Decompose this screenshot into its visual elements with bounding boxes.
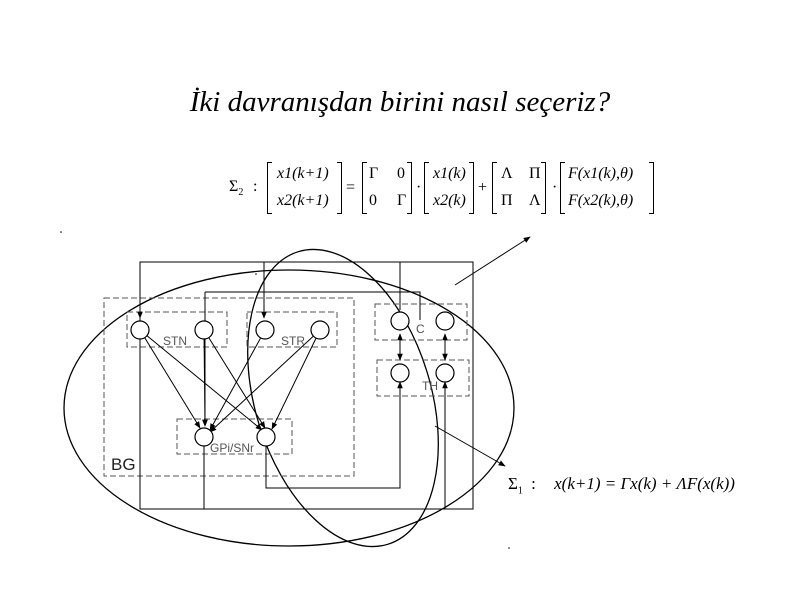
gpi-to-th2 [203, 381, 448, 510]
dot-mark [255, 273, 257, 275]
th-neuron-2 [435, 363, 455, 383]
stn1-to-gpi1 [139, 329, 201, 429]
th-label: TH [422, 379, 438, 393]
gamma-bracket-right [407, 162, 412, 214]
sigma1-colon: : [531, 474, 536, 493]
str-neuron-2 [310, 320, 330, 340]
pointer-to-sigma2 [454, 236, 531, 286]
gpi-to-th1 [265, 381, 403, 489]
lhs-row2: x2(k+1) [277, 192, 329, 209]
str2-to-gpi2 [271, 329, 321, 430]
dot-mark [508, 547, 510, 549]
lhs-bracket-left [267, 162, 272, 214]
equation-sigma1: Σ1 : x(k+1) = Γx(k) + ΛF(x(k)) [508, 474, 735, 496]
str-box [246, 311, 338, 348]
gpi-neuron-1 [194, 427, 214, 447]
stn1-to-gpi2 [139, 329, 263, 431]
gpi-label: GPi/SNr [210, 441, 254, 455]
str2-to-gpi1 [209, 329, 321, 433]
dot-operator-1: · [416, 179, 422, 196]
state-row1: x1(k) [433, 165, 466, 182]
bg-label: BG [111, 455, 136, 474]
gpi-neuron-2 [256, 427, 276, 447]
dot-mark [60, 231, 62, 233]
c-neuron-2 [435, 311, 455, 331]
th-box [376, 359, 470, 397]
f-bracket-right [649, 162, 654, 214]
coupling-r2c1: Π [501, 192, 513, 209]
stn-box [126, 311, 228, 348]
lhs-bracket-right [337, 162, 342, 214]
gamma-r1c2: 0 [397, 165, 405, 182]
state-bracket-left [424, 162, 429, 214]
dot-operator-2: · [552, 179, 558, 196]
equation-sigma2: Σ2 : x1(k+1) x2(k+1) = Γ 0 0 Γ · x1(k) x… [229, 160, 669, 220]
gamma-r1c1: Γ [369, 165, 379, 182]
stn-neuron-2 [194, 320, 214, 340]
bg-box [103, 297, 355, 477]
state-row2: x2(k) [433, 192, 466, 209]
str1-to-gpi1 [209, 329, 266, 431]
slide-title: İki davranışdan birini nasıl seçeriz? [189, 86, 611, 118]
equals-sign: = [346, 179, 356, 196]
c-feedback-wire [205, 291, 421, 320]
str-neuron-1 [255, 320, 275, 340]
gpi-box [176, 418, 293, 455]
gamma-bracket-left [362, 162, 367, 214]
stn-label: STN [163, 334, 187, 348]
sigma1-body: x(k+1) = Γx(k) + ΛF(x(k)) [554, 474, 735, 493]
gamma-r2c1: 0 [369, 192, 377, 209]
outer-ellipse [63, 269, 515, 547]
f-row1: F(x1(k),θ) [568, 165, 634, 182]
stn-neuron-1 [130, 320, 150, 340]
coupling-r2c2: Λ [529, 192, 541, 209]
c-box [374, 303, 468, 341]
sigma2-colon: : [253, 178, 258, 195]
coupling-r1c1: Λ [501, 165, 513, 182]
coupling-r1c2: Π [529, 165, 541, 182]
state-bracket-right [469, 162, 474, 214]
lhs-row1: x1(k+1) [277, 165, 329, 182]
gamma-r2c2: Γ [397, 192, 407, 209]
c-label: C [416, 322, 425, 336]
th-neuron-1 [390, 363, 410, 383]
coupling-bracket-left [492, 162, 497, 214]
sigma2-symbol: Σ2 [229, 178, 244, 199]
f-row2: F(x2(k),θ) [568, 192, 634, 209]
sigma1-symbol: Σ1 [508, 474, 523, 497]
stn2-to-gpi2 [203, 329, 266, 429]
f-bracket-left [560, 162, 565, 214]
coupling-bracket-right [541, 162, 546, 214]
c-neuron-1 [390, 311, 410, 331]
pointer-to-sigma1 [434, 425, 506, 467]
plus-sign: + [478, 179, 488, 196]
str-label: STR [281, 334, 305, 348]
stn2-to-gpi1 [202, 329, 208, 427]
inner-ellipse [247, 248, 439, 548]
